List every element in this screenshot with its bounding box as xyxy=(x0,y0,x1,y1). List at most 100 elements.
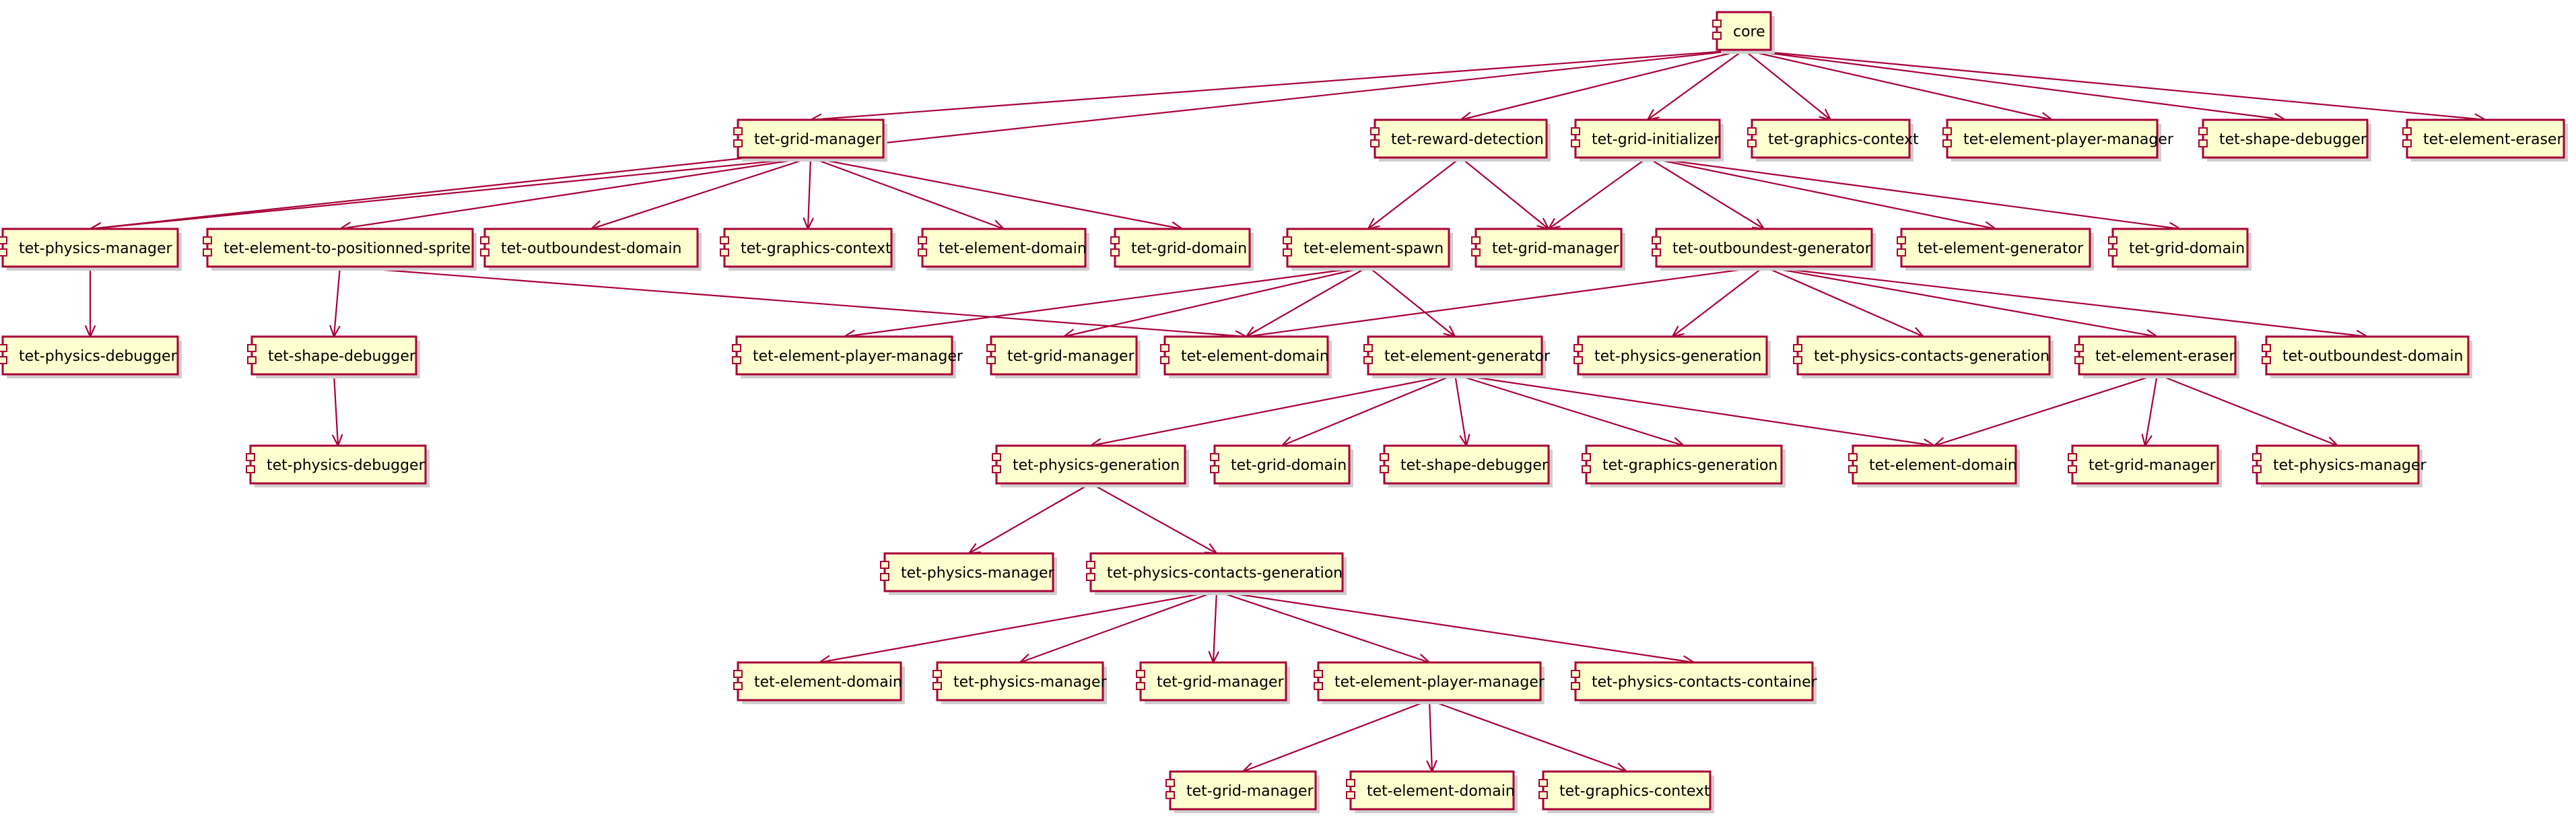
dependency-edge xyxy=(1743,48,2054,123)
component-node-tet-element-domain: tet-element-domain xyxy=(1848,444,2020,487)
component-tab-icon xyxy=(1573,356,1583,364)
component-tab-icon xyxy=(203,236,212,244)
edge-line xyxy=(1367,266,1456,337)
edge-line xyxy=(1216,590,1695,664)
node-label: tet-element-player-manager xyxy=(1334,674,1545,691)
edge-line xyxy=(2144,374,2159,446)
dependency-edge xyxy=(331,374,343,448)
node-box xyxy=(2071,444,2219,485)
component-tab-icon xyxy=(1897,248,1906,257)
node-box xyxy=(1577,335,1768,376)
component-node-tet-shape-debugger: tet-shape-debugger xyxy=(2198,118,2371,162)
edge-line xyxy=(810,156,1183,230)
component-tab-icon xyxy=(246,465,255,473)
edge-line xyxy=(1672,266,1765,337)
component-node-tet-physics-contacts-generation: tet-physics-contacts-generation xyxy=(1793,335,2054,378)
edge-line xyxy=(1763,265,2158,338)
component-tab-icon xyxy=(1793,344,1802,352)
node-label: tet-outboundest-generator xyxy=(1672,240,1872,257)
edge-line xyxy=(1246,266,1369,337)
node-label: tet-shape-debugger xyxy=(1400,457,1549,474)
node-label: tet-physics-contacts-generation xyxy=(1814,348,2049,365)
node-box xyxy=(883,552,1054,592)
component-tab-icon xyxy=(918,236,927,244)
node-box xyxy=(2256,444,2420,485)
dependency-edge xyxy=(1647,157,1766,230)
node-label: tet-element-generator xyxy=(1384,348,1551,365)
node-label: tet-physics-generation xyxy=(1013,457,1180,474)
node-box xyxy=(723,228,893,268)
component-tab-icon xyxy=(1571,670,1580,678)
node-box xyxy=(1286,228,1450,268)
component-node-tet-shape-debugger: tet-shape-debugger xyxy=(1380,444,1553,487)
edge-line xyxy=(333,374,339,446)
dependency-edge xyxy=(1367,266,1457,338)
node-box xyxy=(995,444,1186,485)
component-tab-icon xyxy=(1283,236,1292,244)
dependency-edge xyxy=(339,265,1248,342)
edge-line xyxy=(1429,699,1627,773)
component-node-tet-physics-manager: tet-physics-manager xyxy=(880,552,1057,595)
node-box xyxy=(1,335,179,376)
component-tab-icon xyxy=(733,670,743,678)
component-tab-icon xyxy=(2262,356,2271,364)
dependency-edge xyxy=(1429,699,1629,774)
component-tab-icon xyxy=(1380,465,1389,473)
component-node-core: core xyxy=(1712,11,1775,54)
component-tab-icon xyxy=(203,248,212,257)
component-tab-icon xyxy=(480,236,489,244)
edge-line xyxy=(1647,157,1765,230)
node-box xyxy=(483,228,699,268)
dependency-edge xyxy=(1280,373,1456,447)
dependency-edge xyxy=(1646,49,1744,121)
node-label: tet-element-domain xyxy=(939,240,1087,257)
dependency-edge xyxy=(1454,373,1936,450)
component-tab-icon xyxy=(933,670,942,678)
dependency-edge xyxy=(809,48,1744,125)
component-tab-icon xyxy=(1747,139,1757,147)
component-tab-icon xyxy=(732,356,741,364)
edge-line xyxy=(1212,590,1218,663)
edge-line xyxy=(339,156,811,230)
edge-line xyxy=(333,266,341,337)
component-tab-icon xyxy=(0,248,7,257)
component-tab-icon xyxy=(1848,453,1858,461)
dependency-edge xyxy=(1018,590,1217,664)
component-tab-icon xyxy=(1363,356,1373,364)
node-label: tet-outboundest-domain xyxy=(501,240,681,257)
component-tab-icon xyxy=(1110,236,1120,244)
component-tab-icon xyxy=(1538,779,1548,787)
component-tab-icon xyxy=(1793,356,1802,364)
component-node-tet-physics-generation: tet-physics-generation xyxy=(1573,335,1771,378)
component-tab-icon xyxy=(247,356,257,364)
node-box xyxy=(1374,118,1548,159)
node-box xyxy=(737,118,885,159)
dependency-edge xyxy=(967,483,1091,555)
component-tab-icon xyxy=(247,344,257,352)
node-box xyxy=(2202,118,2369,159)
component-tab-icon xyxy=(2074,356,2084,364)
component-tab-icon xyxy=(1346,791,1355,799)
node-label: tet-reward-detection xyxy=(1391,131,1544,148)
edge-line xyxy=(1090,483,1217,554)
component-tab-icon xyxy=(1210,465,1219,473)
edge-line xyxy=(1548,157,1648,230)
node-box xyxy=(1946,118,2159,159)
edge-line xyxy=(90,48,1744,230)
component-node-tet-reward-detection: tet-reward-detection xyxy=(1370,118,1551,162)
dependency-edge xyxy=(1216,590,1431,664)
node-label: tet-element-eraser xyxy=(2095,348,2235,365)
component-node-tet-physics-manager: tet-physics-manager xyxy=(0,228,182,271)
dependency-edge xyxy=(810,156,1006,231)
component-tab-icon xyxy=(0,356,7,364)
component-tab-icon xyxy=(1897,236,1906,244)
node-box xyxy=(921,228,1087,268)
component-node-tet-element-domain: tet-element-domain xyxy=(1160,335,1332,378)
component-tab-icon xyxy=(1571,682,1580,690)
component-tab-icon xyxy=(1582,465,1591,473)
node-label: tet-element-domain xyxy=(1181,348,1329,365)
dependency-edge xyxy=(1454,374,1470,448)
dependency-edge xyxy=(1763,265,1926,338)
edge-line xyxy=(810,48,1744,121)
